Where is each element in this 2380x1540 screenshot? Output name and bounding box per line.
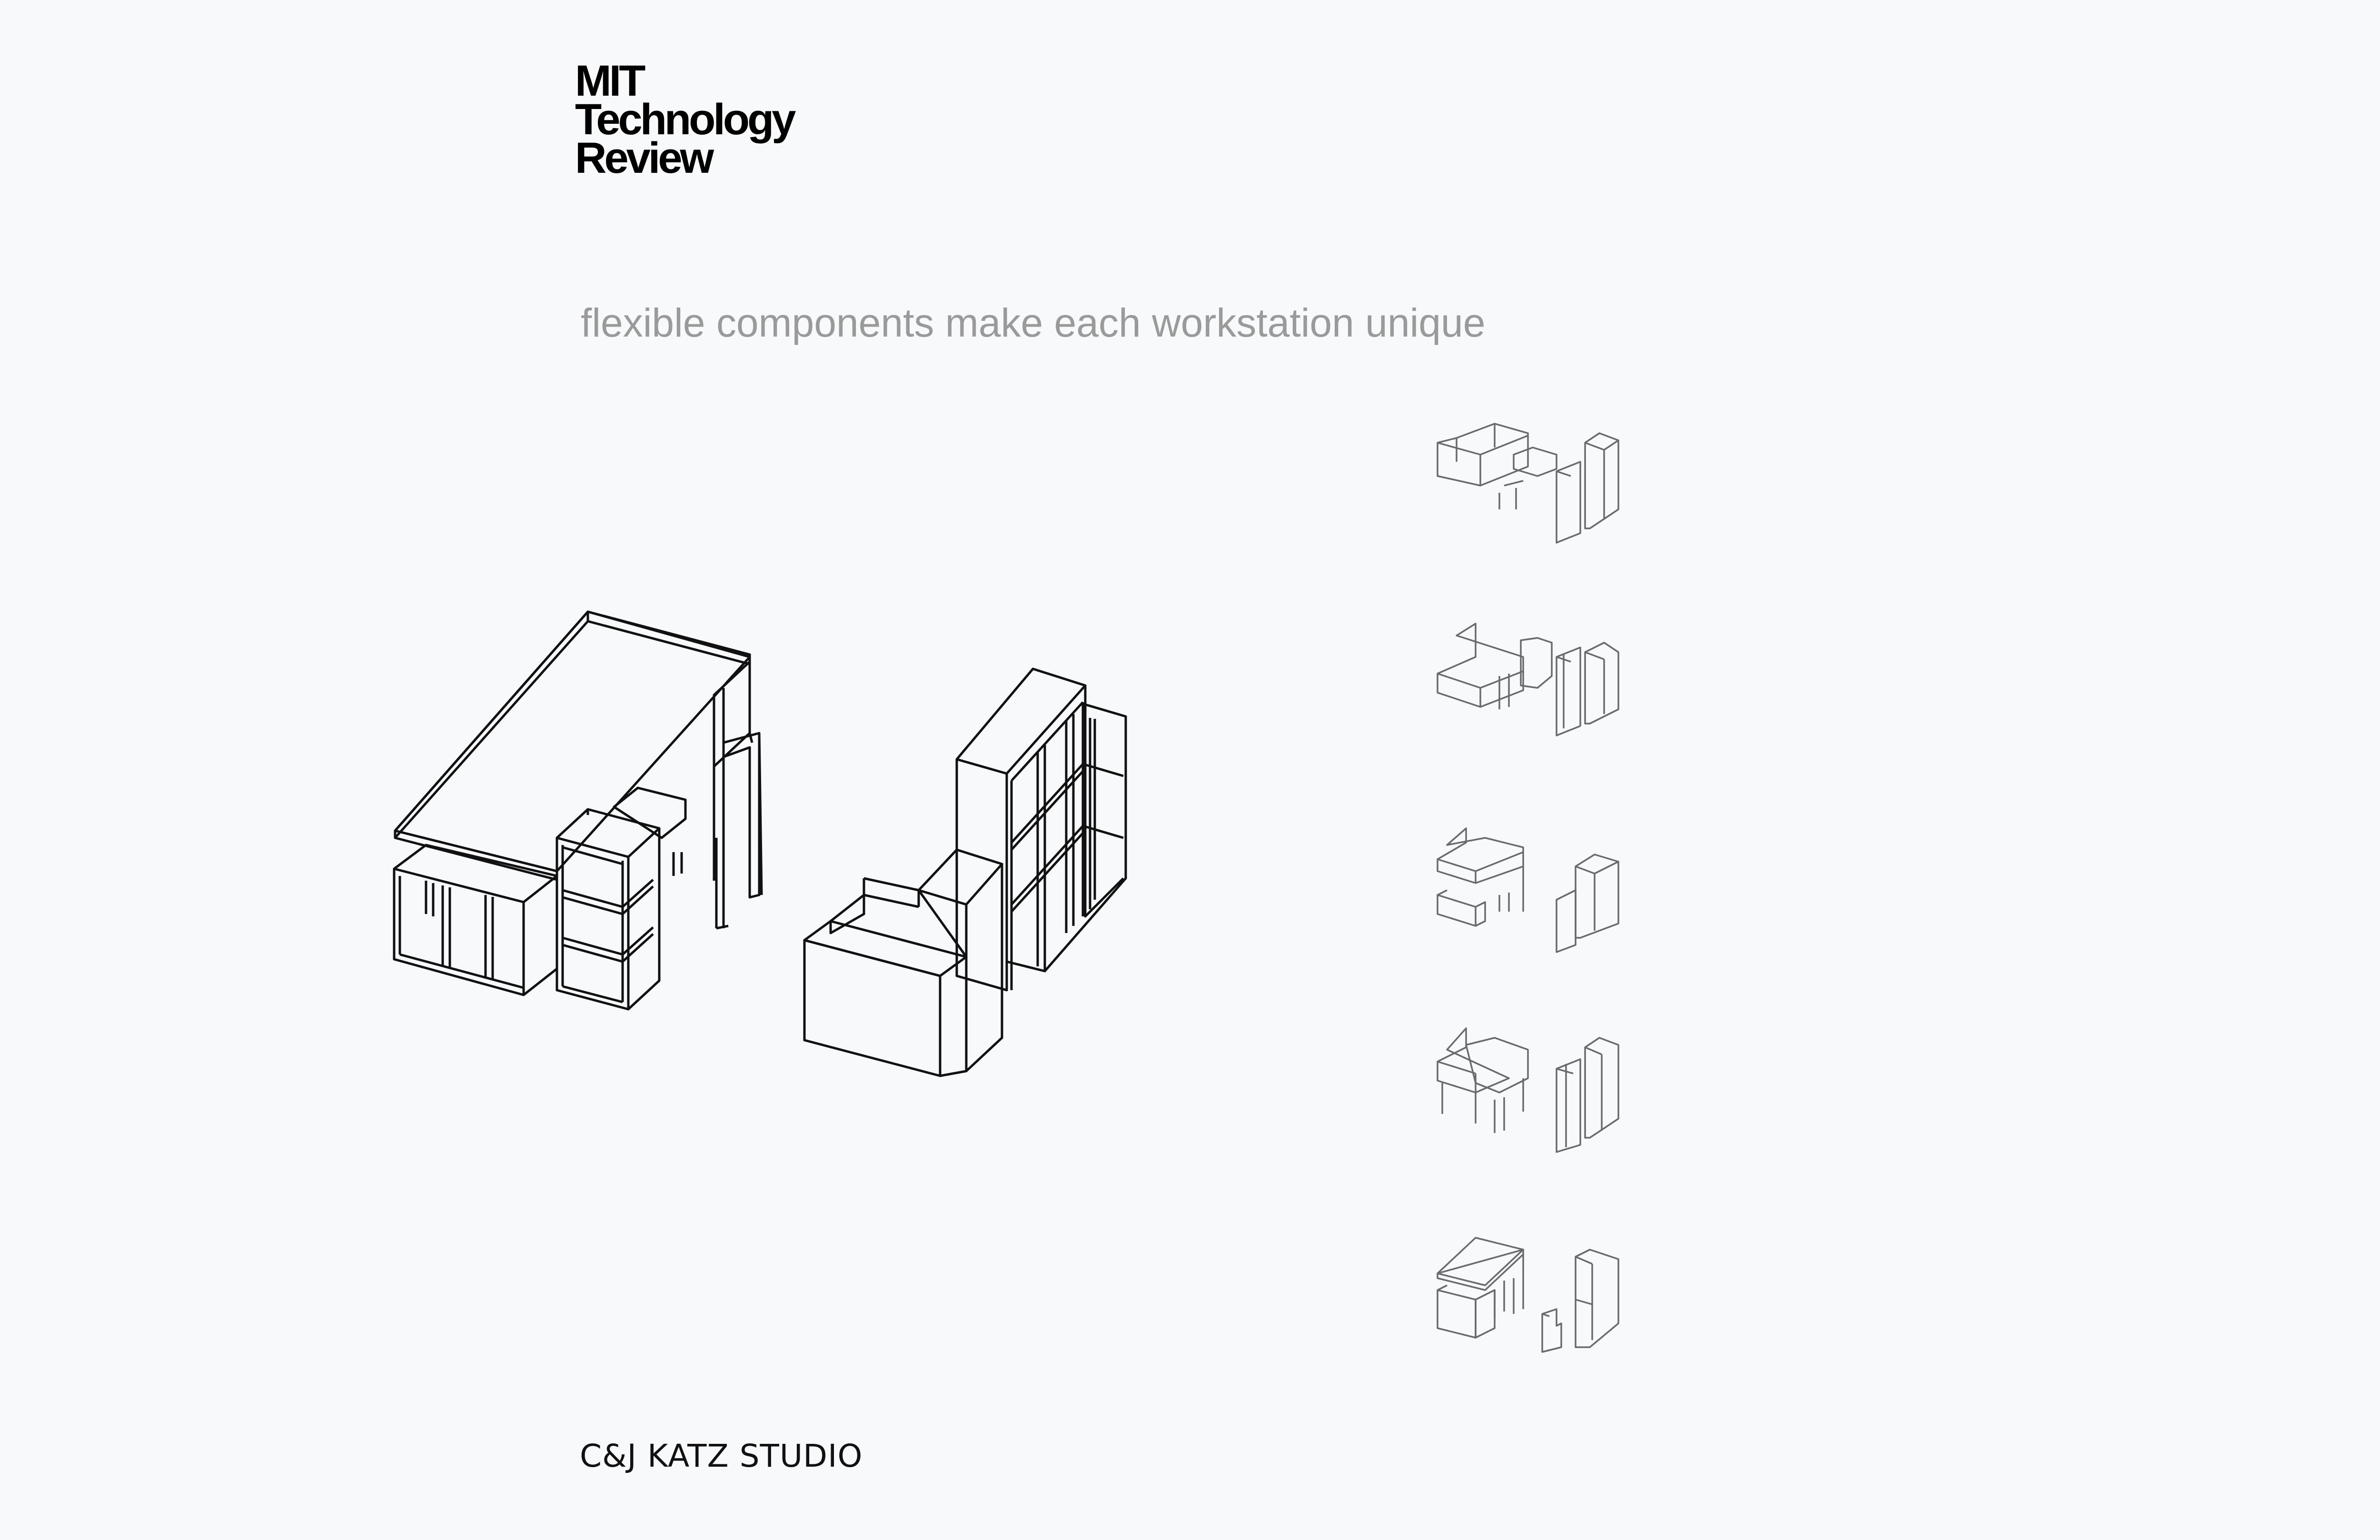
studio-credit: C&J KATZ STUDIO	[580, 1438, 863, 1474]
logo-line-review: Review	[575, 134, 714, 182]
variation-thumbnail-3	[1437, 827, 1619, 953]
subtitle: flexible components make each workstatio…	[581, 300, 1486, 345]
variation-thumbnail-5	[1437, 1237, 1619, 1353]
mit-technology-review-logo: MIT Technology Review	[575, 57, 796, 182]
logo-line-mit: MIT	[575, 57, 645, 105]
desk-assembly-illustration	[393, 610, 1127, 1077]
variation-thumbnail-1	[1437, 423, 1619, 544]
variation-thumbnail-4	[1437, 1027, 1619, 1153]
logo-line-technology: Technology	[575, 95, 796, 144]
variation-thumbnail-2	[1437, 623, 1619, 736]
